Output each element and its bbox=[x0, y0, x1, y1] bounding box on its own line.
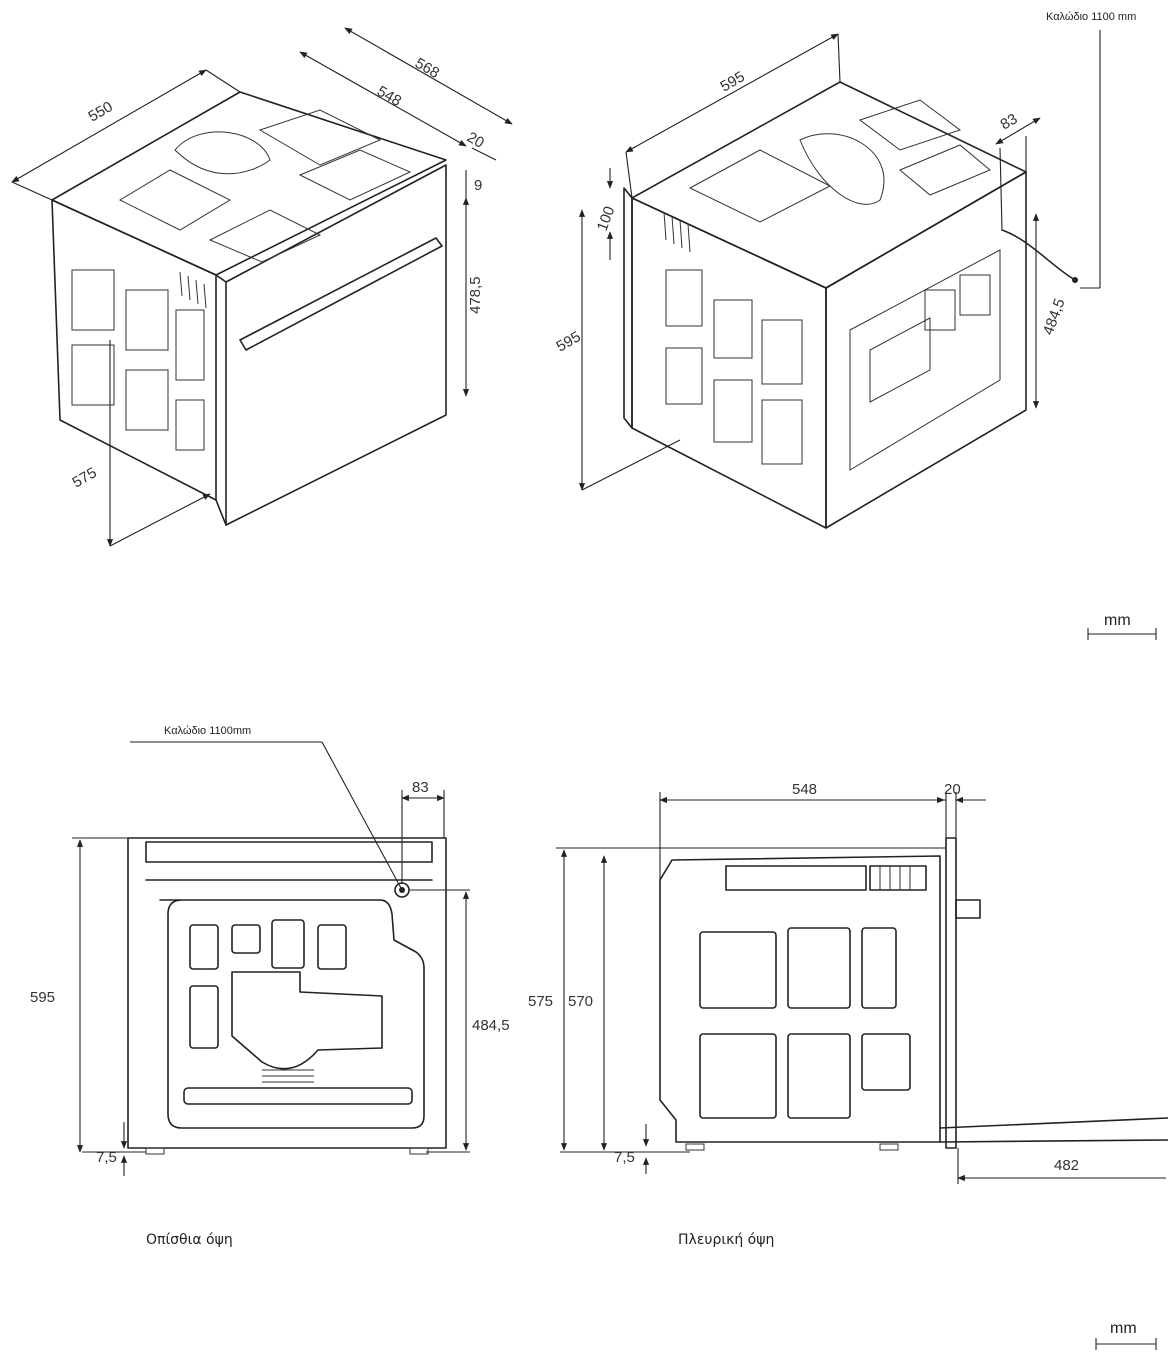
side-dim-depth: 548 bbox=[792, 781, 817, 798]
dim-height: 595 bbox=[554, 328, 584, 355]
dim-cable-offset: 83 bbox=[998, 110, 1021, 133]
iso-front-oven bbox=[51, 91, 447, 526]
rear-dim-height: 595 bbox=[30, 989, 55, 1006]
rear-cable-label: Καλώδιο 1100mm bbox=[164, 725, 251, 737]
iso-back-dimensions: 595 100 595 83 484,5 Καλώδιο 1100 mm bbox=[554, 11, 1136, 491]
dim-body-height: 478,5 bbox=[467, 276, 484, 314]
side-dim-door-open: 482 bbox=[1054, 1157, 1079, 1174]
iso-front-dimensions: 550 568 548 20 9 478,5 575 bbox=[11, 27, 513, 547]
rear-view-oven bbox=[127, 837, 447, 1155]
rear-view-dimensions: Καλώδιο 1100mm 83 595 484,5 7,5 bbox=[30, 725, 510, 1176]
rear-dim-foot: 7,5 bbox=[96, 1149, 117, 1166]
dim-cable-height: 484,5 bbox=[1040, 296, 1069, 337]
unit-scale-top bbox=[1087, 628, 1157, 640]
dim-front-panel: 20 bbox=[464, 129, 487, 152]
dim-offset-top: 9 bbox=[474, 177, 482, 194]
dim-lower-depth: 575 bbox=[70, 464, 100, 491]
side-dim-foot: 7,5 bbox=[614, 1149, 635, 1166]
side-dim-height-inner: 570 bbox=[568, 993, 593, 1010]
dim-width: 595 bbox=[718, 68, 748, 95]
side-view-dimensions: 548 20 575 570 7,5 482 bbox=[528, 781, 1166, 1184]
unit-scale-bottom bbox=[1095, 1338, 1157, 1350]
iso-cable-label: Καλώδιο 1100 mm bbox=[1046, 11, 1136, 23]
side-dim-height-outer: 575 bbox=[528, 993, 553, 1010]
dim-offset-top: 100 bbox=[594, 204, 619, 233]
dim-depth-outer: 568 bbox=[412, 55, 442, 82]
dim-depth-inner: 548 bbox=[374, 83, 404, 110]
side-view-oven bbox=[659, 837, 1168, 1151]
rear-dim-cable-height: 484,5 bbox=[472, 1017, 510, 1034]
side-view-caption: Πλευρική όψη bbox=[678, 1232, 775, 1248]
iso-back-oven bbox=[623, 81, 1078, 529]
rear-dim-cable-offset: 83 bbox=[412, 779, 429, 796]
rear-view-caption: Οπίσθια όψη bbox=[146, 1232, 233, 1248]
unit-label-bottom: mm bbox=[1110, 1320, 1137, 1337]
unit-label-top: mm bbox=[1104, 612, 1131, 629]
dim-width-top: 550 bbox=[86, 98, 116, 125]
side-dim-front-panel: 20 bbox=[944, 781, 961, 798]
